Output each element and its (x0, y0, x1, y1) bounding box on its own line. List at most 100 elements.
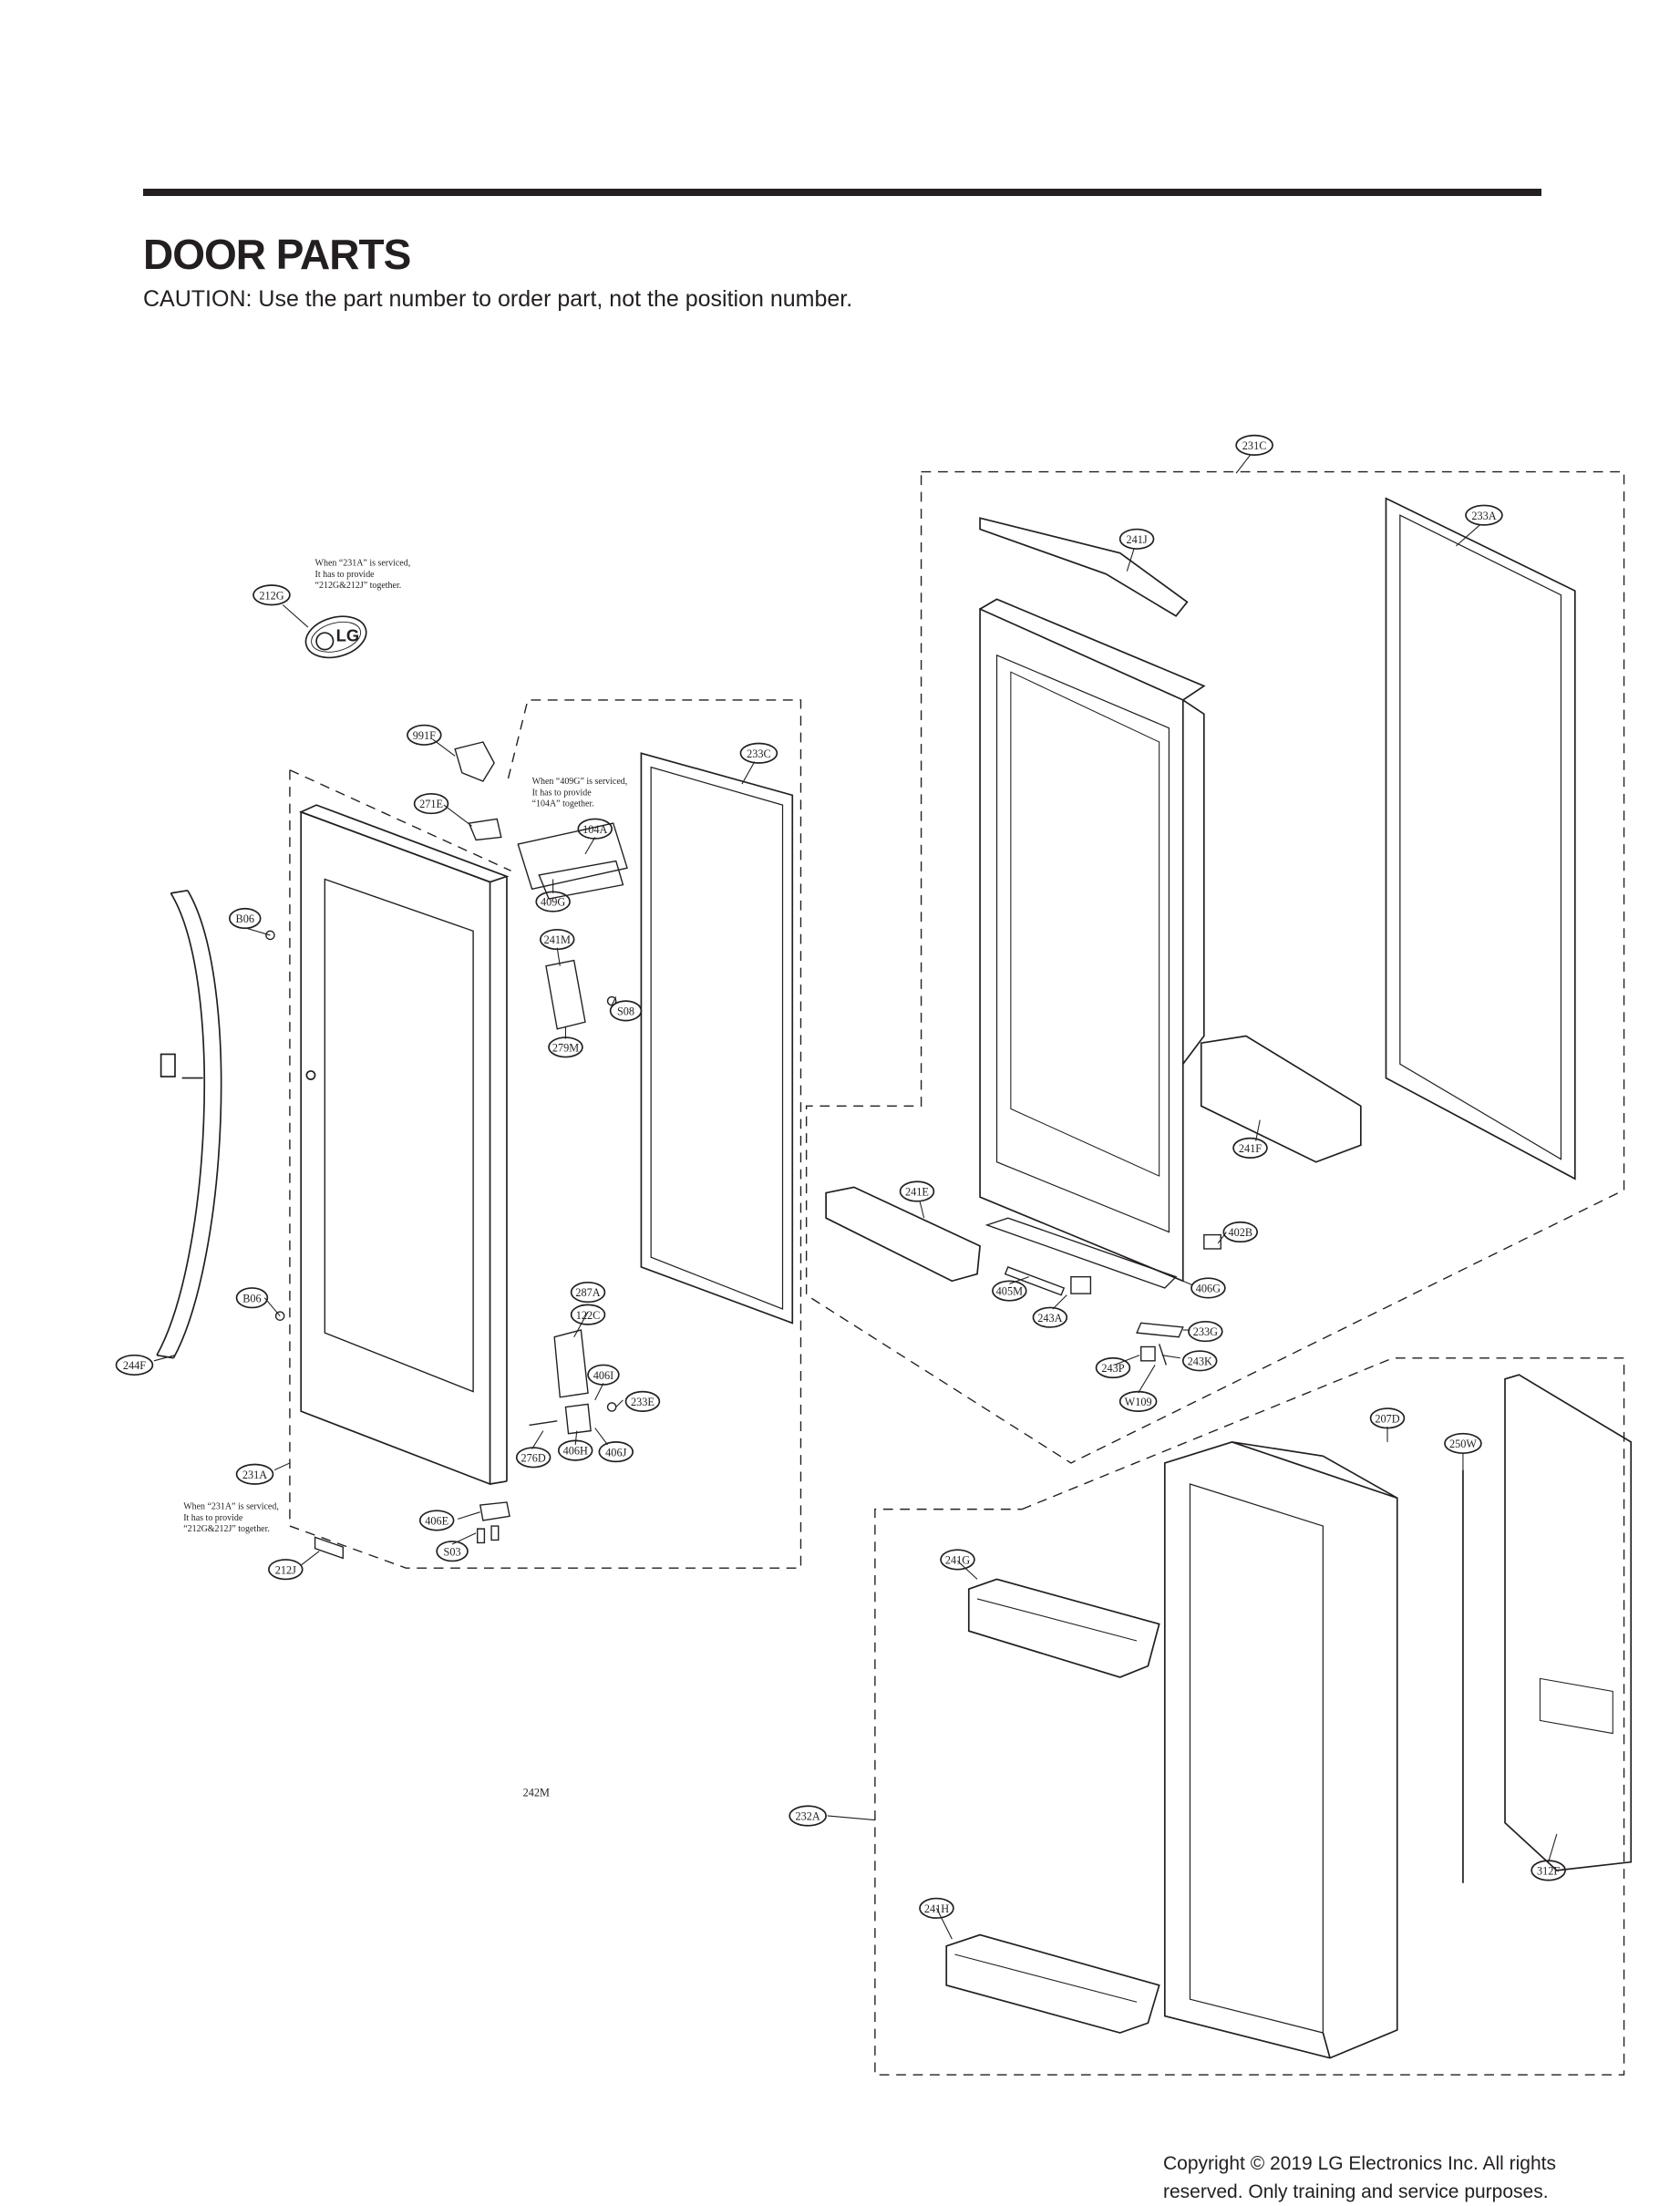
note-2-line-1: When “409G” is serviced, (532, 777, 628, 787)
svg-text:W109: W109 (1125, 1396, 1152, 1408)
callout-406E: 406E (418, 1510, 455, 1531)
header-rule (143, 189, 1541, 196)
callout-409G: 409G (535, 891, 571, 912)
svg-text:233E: 233E (631, 1396, 654, 1408)
svg-text:231C: 231C (1242, 439, 1267, 452)
callout-406I: 406I (587, 1364, 620, 1386)
callout-312F: 312F (1531, 1860, 1566, 1881)
callout-233A: 233A (1465, 504, 1503, 526)
svg-text:405M: 405M (996, 1285, 1023, 1298)
callout-276D: 276D (515, 1447, 551, 1469)
copyright-line-2: reserved. Only training and service purp… (1163, 2181, 1549, 2202)
cover-312F-drawing (1504, 1374, 1633, 1871)
svg-text:406E: 406E (425, 1515, 448, 1528)
svg-text:B06: B06 (242, 1292, 261, 1304)
callout-B06-upper: B06 (229, 907, 262, 930)
svg-text:243P: 243P (1101, 1362, 1124, 1375)
callout-207D: 207D (1369, 1407, 1406, 1429)
svg-text:271E: 271E (419, 798, 443, 810)
svg-text:406H: 406H (563, 1445, 588, 1458)
svg-text:991F: 991F (413, 729, 436, 742)
service-notes: When “231A” is serviced, It has to provi… (183, 558, 627, 1534)
svg-text:250W: 250W (1449, 1438, 1477, 1450)
callout-241E: 241E (899, 1180, 935, 1202)
svg-text:207D: 207D (1375, 1412, 1399, 1425)
note-1-line-2: It has to provide (315, 570, 376, 580)
svg-text:104A: 104A (582, 823, 607, 836)
group-boundary-outer-door (289, 699, 802, 1569)
door-handle-drawing (156, 889, 222, 1359)
svg-text:232A: 232A (796, 1810, 820, 1823)
callout-W109: W109 (1118, 1390, 1158, 1412)
svg-text:241E: 241E (905, 1186, 929, 1199)
callout-231C: 231C (1235, 434, 1273, 456)
svg-text:233A: 233A (1471, 510, 1496, 522)
callout-244F: 244F (115, 1354, 154, 1376)
svg-text:231A: 231A (242, 1469, 267, 1481)
callout-233E: 233E (624, 1390, 661, 1412)
door-gasket-233C-drawing (640, 752, 794, 1325)
leader-lines (153, 454, 1558, 1940)
svg-text:233C: 233C (747, 747, 771, 760)
page-title: DOOR PARTS (143, 231, 411, 278)
callout-287A: 287A (570, 1281, 606, 1304)
outer-door-panel-drawing (298, 804, 510, 1486)
callout-243A: 243A (1032, 1306, 1068, 1328)
svg-text:409G: 409G (541, 896, 565, 909)
copyright-footer: Copyright © 2019 LG Electronics Inc. All… (1163, 2149, 1655, 2206)
callout-241F: 241F (1232, 1137, 1268, 1159)
inner-door-liner-drawing (979, 598, 1206, 1283)
svg-text:406I: 406I (593, 1369, 613, 1382)
note-1-line-1: When “231A” is serviced, (315, 558, 411, 568)
callout-231A: 231A (235, 1463, 274, 1485)
callout-104A: 104A (577, 818, 613, 840)
svg-text:287A: 287A (575, 1286, 600, 1299)
svg-text:312F: 312F (1537, 1864, 1560, 1877)
svg-text:241F: 241F (1239, 1142, 1262, 1155)
svg-text:406J: 406J (605, 1446, 626, 1459)
svg-text:241G: 241G (945, 1554, 970, 1567)
svg-text:122C: 122C (576, 1309, 601, 1322)
callout-232A: 232A (788, 1805, 827, 1827)
svg-text:243A: 243A (1037, 1312, 1062, 1325)
callout-122C: 122C (570, 1304, 606, 1325)
shelf-241F-drawing (1200, 1035, 1362, 1163)
svg-text:212G: 212G (259, 589, 283, 602)
svg-text:B06: B06 (236, 912, 254, 925)
group-boundary-inner-door (805, 470, 1625, 1464)
logo-text: LG (336, 625, 360, 644)
callout-406H: 406H (557, 1439, 593, 1461)
callout-250W: 250W (1444, 1432, 1482, 1455)
bar-241E-drawing (825, 1186, 981, 1283)
svg-text:241M: 241M (544, 933, 571, 946)
copyright-line-1: Copyright © 2019 LG Electronics Inc. All… (1163, 2153, 1557, 2174)
callout-279M: 279M (548, 1036, 583, 1058)
svg-text:244F: 244F (123, 1359, 146, 1372)
bin-241H-drawing (945, 1933, 1160, 2034)
callout-241G: 241G (940, 1549, 975, 1571)
callout-241H: 241H (919, 1897, 954, 1919)
svg-text:243K: 243K (1188, 1355, 1212, 1367)
callout-402B: 402B (1222, 1221, 1259, 1243)
svg-text:S03: S03 (444, 1545, 461, 1558)
door-gasket-233A-drawing (1385, 497, 1576, 1180)
callout-233C: 233C (739, 742, 778, 764)
callout-233G: 233G (1188, 1320, 1223, 1343)
svg-text:402B: 402B (1228, 1226, 1252, 1239)
svg-text:279M: 279M (552, 1041, 579, 1054)
svg-text:241H: 241H (924, 1902, 949, 1915)
hinge-bracket-241J-drawing (979, 517, 1189, 617)
group-boundary-door-bin (874, 1357, 1625, 2076)
label-242M: 242M (523, 1786, 550, 1799)
callout-243P: 243P (1095, 1356, 1131, 1379)
callout-406G: 406G (1190, 1277, 1226, 1299)
svg-text:S08: S08 (617, 1005, 634, 1017)
note-3-line-2: It has to provide (183, 1513, 243, 1523)
part-callouts: 231C 233A 241J 212G 991F 233C 271E 104A … (115, 434, 1566, 1919)
callout-405M: 405M (992, 1280, 1027, 1302)
lg-logo-badge: LG (304, 615, 367, 659)
svg-text:406G: 406G (1196, 1283, 1221, 1295)
callout-S08: S08 (609, 1000, 643, 1022)
note-2-line-3: “104A” together. (532, 799, 594, 809)
